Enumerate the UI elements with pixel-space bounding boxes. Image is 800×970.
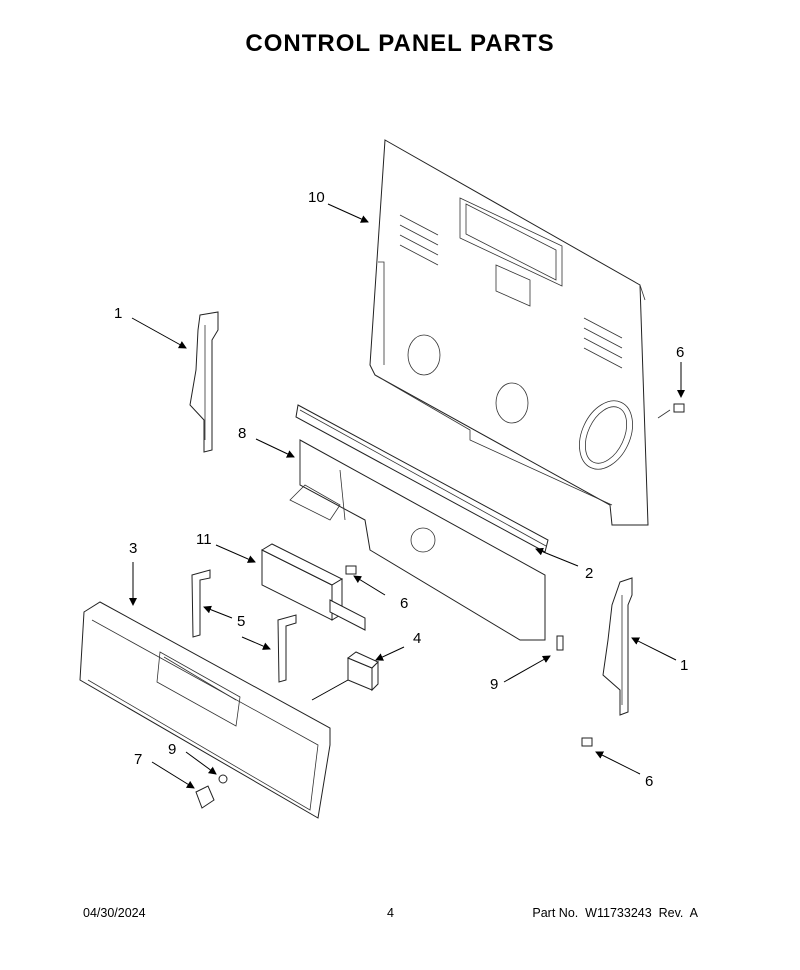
rear-panel-part-10 — [369, 139, 649, 526]
page-title: CONTROL PANEL PARTS — [245, 30, 555, 57]
footer-page-number: 4 — [387, 906, 394, 920]
callout-9-right: 9 — [490, 676, 498, 693]
callout-1-right: 1 — [680, 657, 688, 674]
callout-8: 8 — [238, 425, 246, 442]
screw-part-6b — [345, 565, 357, 575]
callout-1-left: 1 — [114, 305, 122, 322]
callout-3: 3 — [129, 540, 137, 557]
trim-strip-part-2 — [295, 404, 549, 553]
callout-7: 7 — [134, 751, 142, 768]
screw-part-6c — [581, 737, 593, 747]
screw-part-6a — [657, 403, 685, 419]
control-module-part-11 — [260, 543, 366, 631]
callout-6-top: 6 — [676, 344, 684, 361]
callout-11: 11 — [196, 531, 212, 548]
console-part-3 — [79, 601, 331, 819]
knob-part-7 — [195, 785, 215, 809]
switch-part-4 — [311, 651, 379, 701]
console-brackets-part-5 — [191, 569, 297, 683]
callout-10: 10 — [308, 189, 325, 206]
footer-date: 04/30/2024 — [83, 906, 146, 920]
callout-6-middle: 6 — [400, 595, 408, 612]
screw-part-9a — [218, 774, 228, 784]
control-bracket-part-8 — [289, 439, 546, 641]
callout-9-left: 9 — [168, 741, 176, 758]
callout-4: 4 — [413, 630, 421, 647]
callout-6-bottom: 6 — [645, 773, 653, 790]
leader-lines — [129, 203, 685, 789]
callout-2: 2 — [585, 565, 593, 582]
side-bracket-right-part-1 — [602, 577, 633, 716]
screw-part-9b — [556, 635, 564, 651]
side-bracket-left-part-1 — [189, 311, 219, 453]
callout-5: 5 — [237, 613, 245, 630]
footer-part-number: Part No. W11733243 Rev. A — [532, 906, 698, 920]
